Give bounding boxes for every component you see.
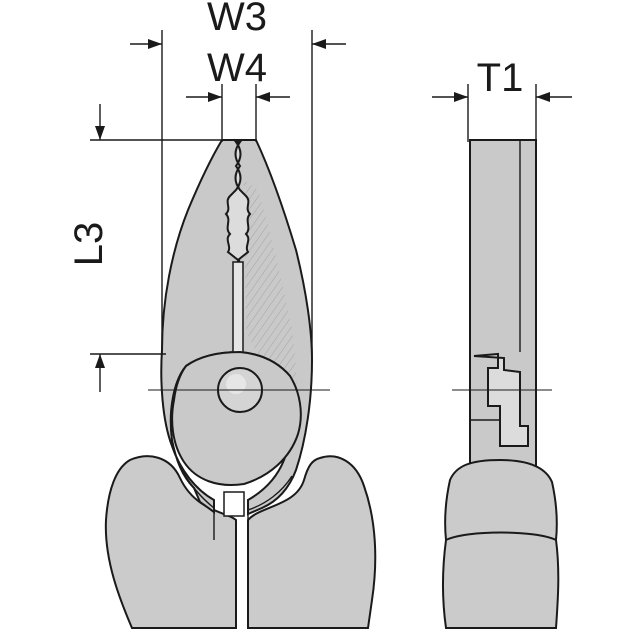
dimension-t1	[432, 84, 572, 142]
joint-plate	[171, 350, 302, 486]
cutting-slot	[232, 261, 244, 355]
l3-arrow-bottom	[95, 354, 105, 368]
pliers-side-view	[442, 139, 560, 629]
t1-arrow-right	[536, 92, 550, 102]
handle-gap	[223, 491, 245, 517]
left-shoulder-line	[181, 469, 215, 540]
side-joint-step	[473, 352, 529, 447]
dimension-l3	[90, 104, 240, 392]
dimension-w3	[130, 30, 346, 355]
l3-label: L3	[67, 222, 111, 267]
dimension-w4	[186, 84, 290, 142]
t1-label: T1	[477, 56, 524, 100]
jaw-section-hatch	[244, 180, 297, 410]
w3-arrow-left	[148, 39, 162, 49]
pliers-front-view	[104, 139, 377, 629]
serrated-grip	[224, 141, 252, 262]
w4-arrow-left	[208, 92, 222, 102]
w4-label: W4	[207, 46, 267, 90]
side-handle-upper	[444, 458, 558, 541]
left-handle	[104, 455, 237, 629]
w4-arrow-right	[256, 92, 270, 102]
t1-arrow-left	[454, 92, 468, 102]
right-handle	[247, 455, 377, 629]
w3-label: W3	[207, 0, 267, 39]
l3-arrow-top	[95, 126, 105, 140]
side-handle-lower	[442, 531, 560, 629]
pivot-rivet-highlight	[226, 374, 246, 394]
w3-arrow-right	[312, 39, 326, 49]
right-shoulder-line	[247, 475, 293, 540]
